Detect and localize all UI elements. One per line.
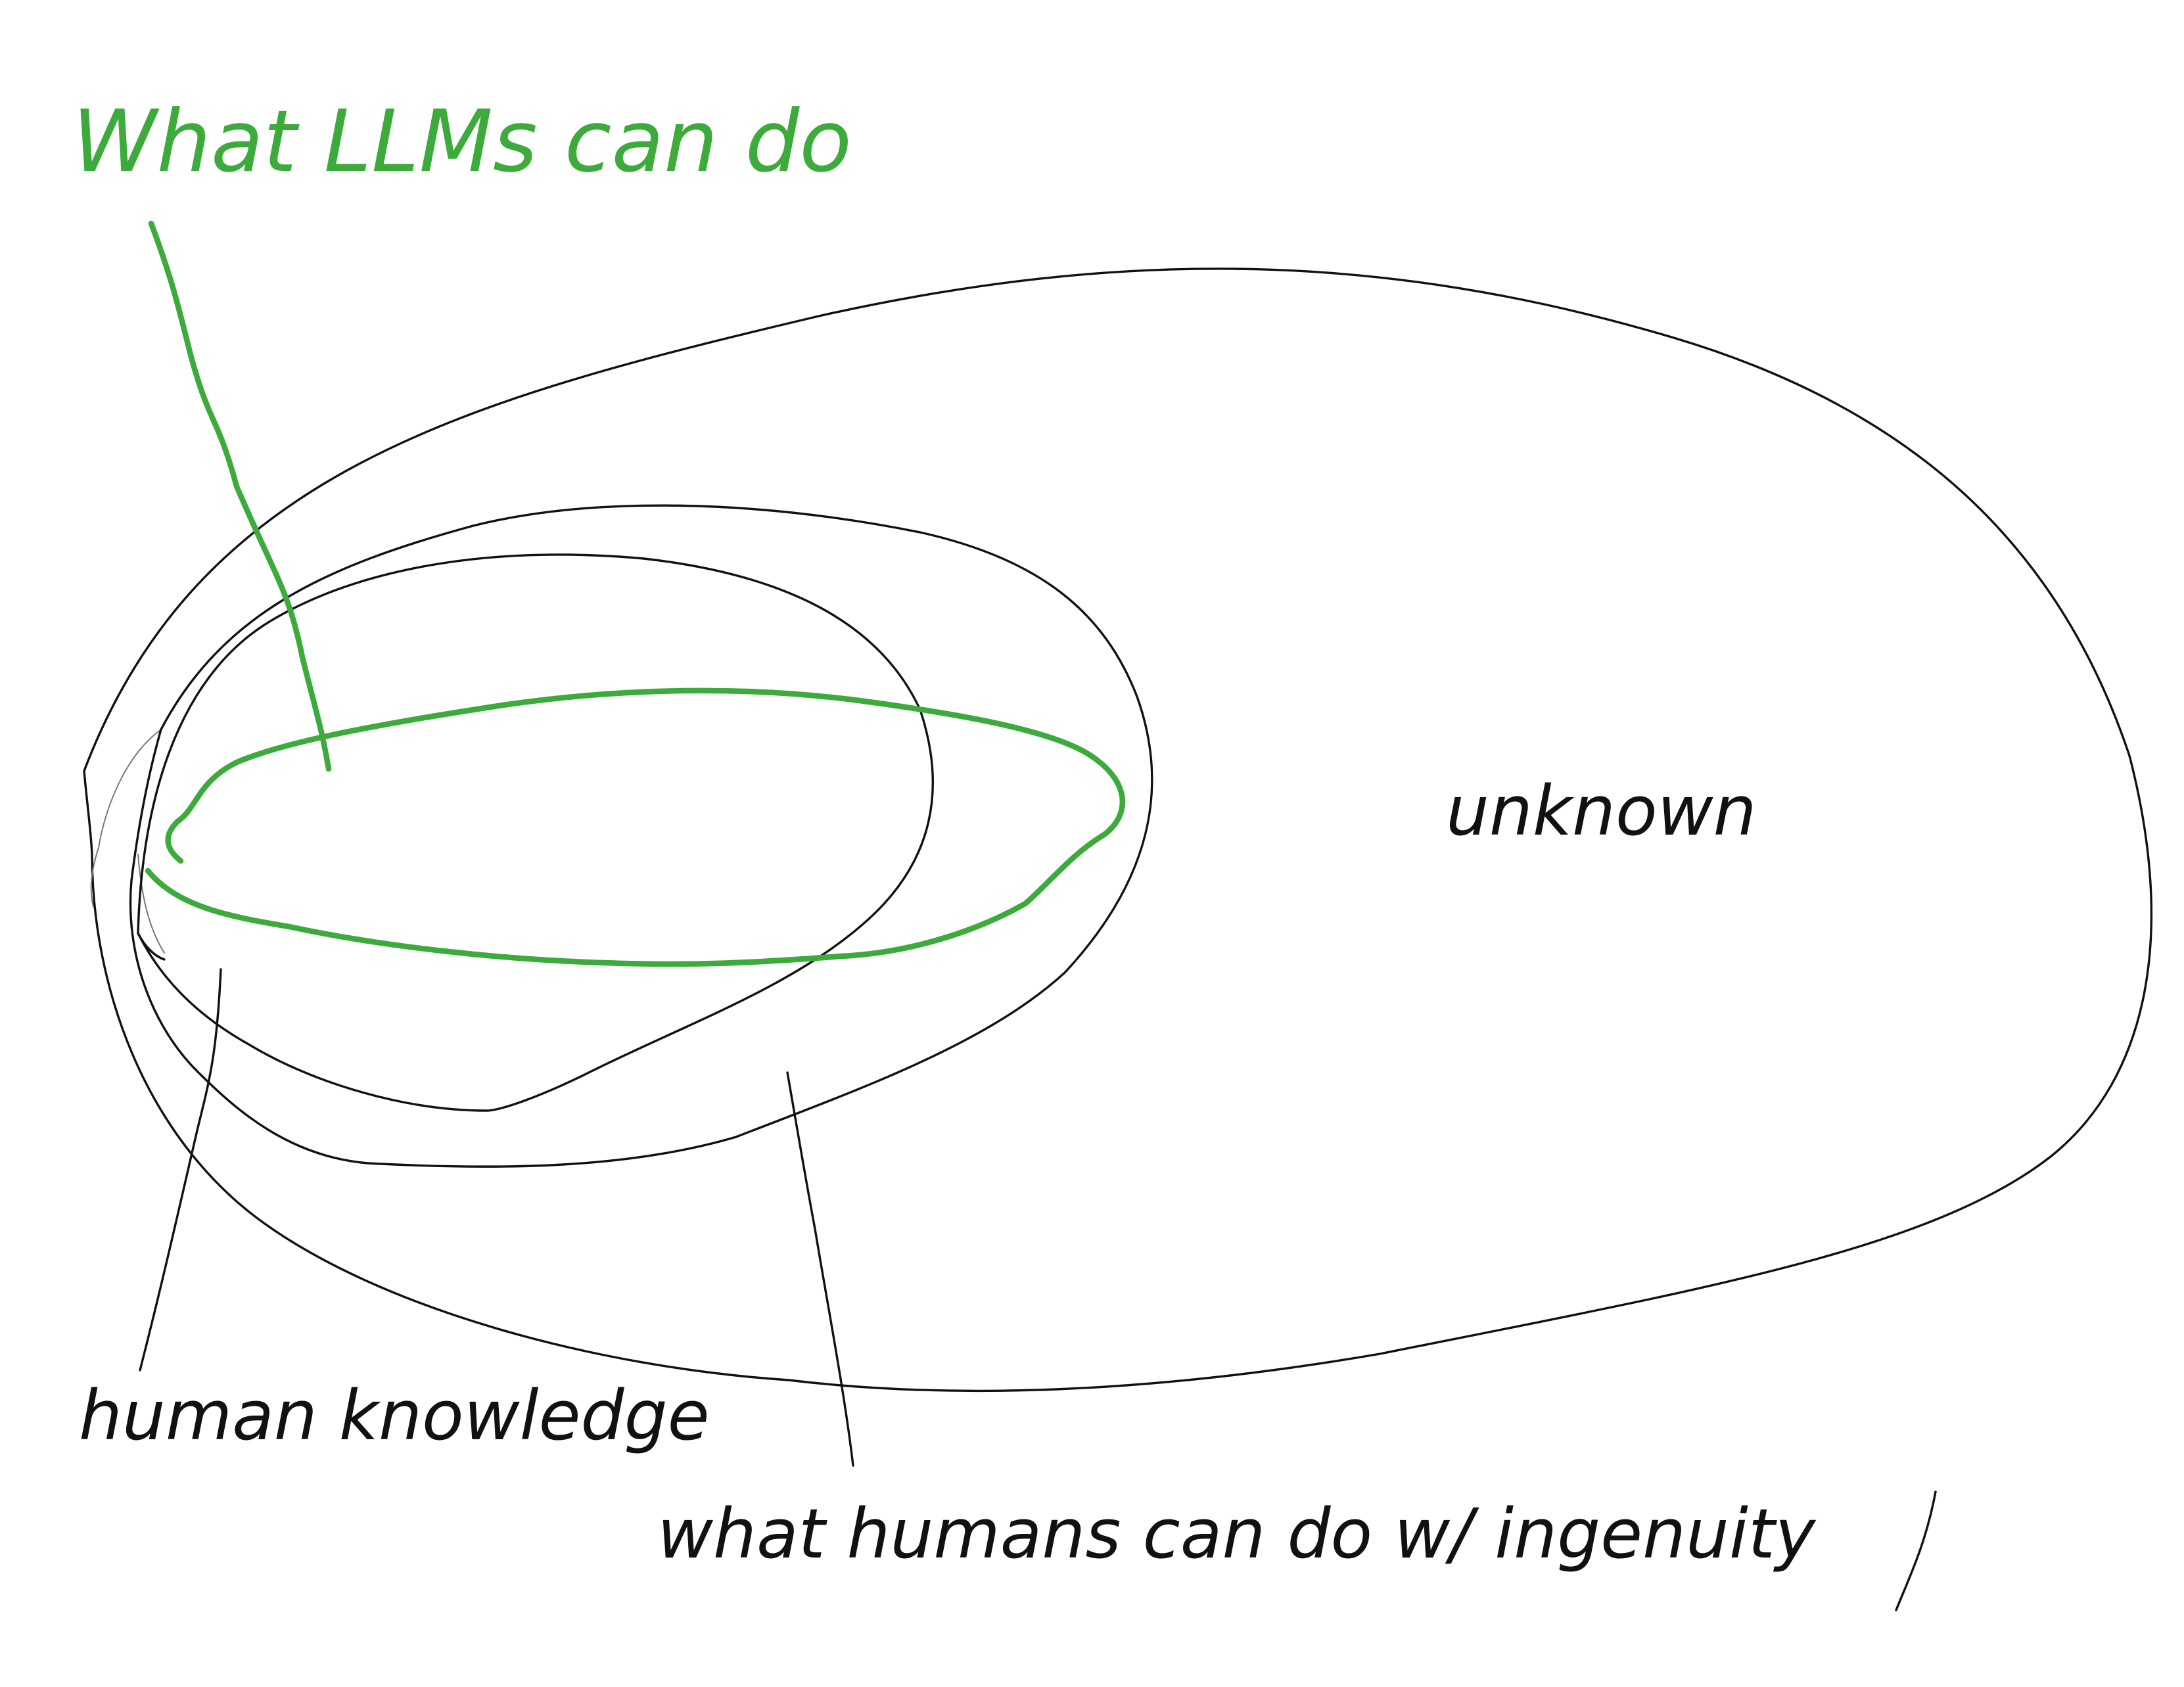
ingenuity-descender-stroke — [1895, 1491, 1937, 1611]
ingenuity-leader-line — [786, 1071, 854, 1467]
llm-label: What LLMs can do — [72, 91, 852, 191]
llm-region-outline — [145, 687, 1126, 967]
ingenuity-label: what humans can do w/ ingenuity — [657, 1494, 1817, 1574]
ingenuity-region-outline — [129, 504, 1153, 1168]
human-knowledge-region-tail — [137, 932, 166, 961]
faint-pencil-stroke — [90, 729, 162, 908]
llm-leader-line — [148, 220, 332, 772]
unknown-region-outline — [83, 267, 2153, 1393]
human-knowledge-region-outline — [137, 553, 934, 1112]
unknown-label: unknown — [1446, 771, 1757, 851]
faint-pencil-stroke — [137, 854, 165, 954]
human-knowledge-label: human knowledge — [79, 1375, 710, 1456]
human-knowledge-leader-line — [139, 968, 222, 1372]
